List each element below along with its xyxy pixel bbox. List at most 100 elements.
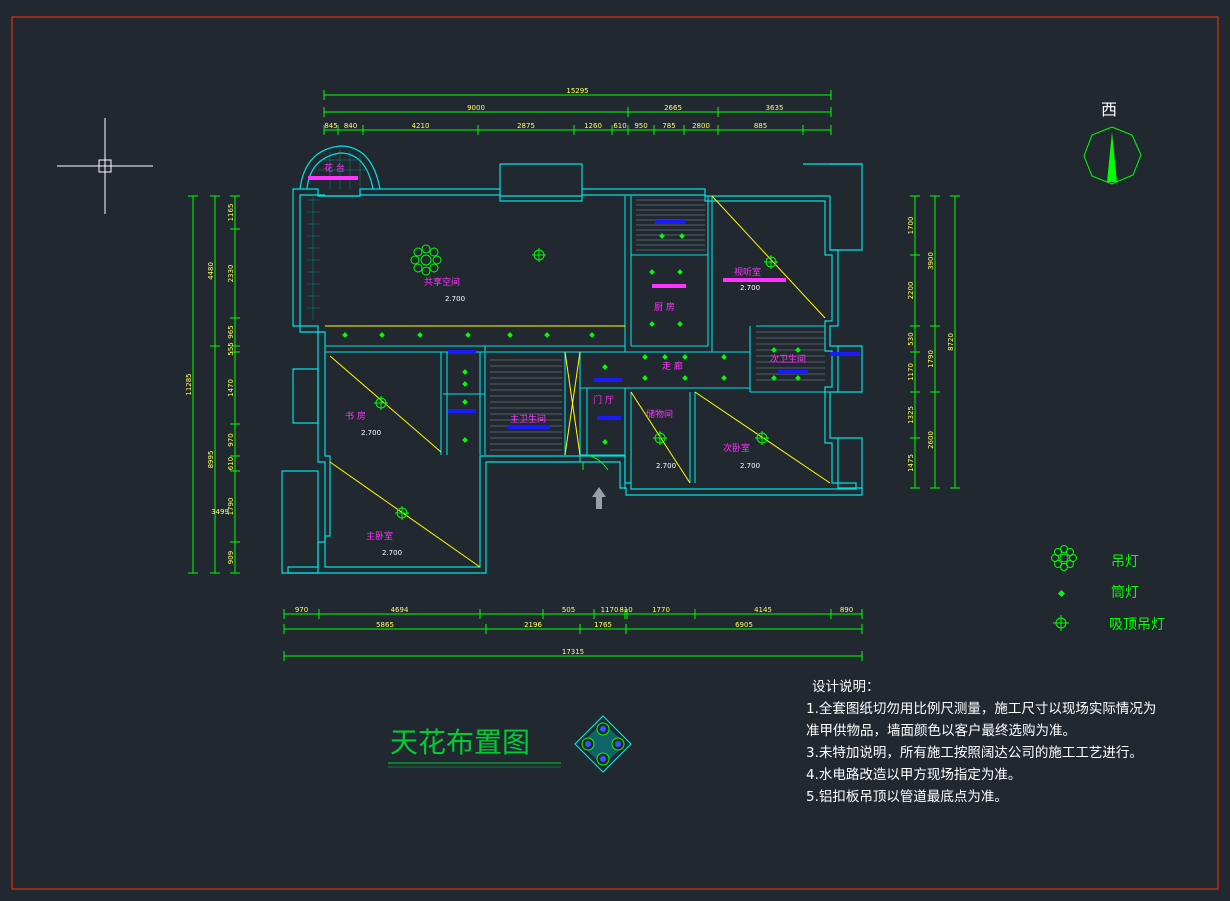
title-ornament-icon xyxy=(574,715,632,773)
dimension-label: 810 xyxy=(619,606,632,614)
dimension-label: 4210 xyxy=(412,122,430,130)
chandelier-icon xyxy=(1051,545,1077,571)
compass-direction-label: 西 xyxy=(1101,100,1117,119)
dimension-label: 785 xyxy=(662,122,675,130)
compass-arrow-icon xyxy=(1107,132,1117,182)
room-label-corridor: 走 廊 xyxy=(662,360,683,372)
dimension-label: 11285 xyxy=(185,373,193,395)
legend: 吊灯 筒灯 吸顶吊灯 xyxy=(1051,545,1165,633)
compass: 西 xyxy=(1083,100,1142,185)
room-label-shared-space: 共享空间 xyxy=(424,276,460,288)
dimension-label: 1170 xyxy=(601,606,619,614)
dimension-label: 610 xyxy=(613,122,626,130)
interior-walls xyxy=(325,196,830,489)
dimension-label: 1700 xyxy=(907,217,915,235)
dimension-label: 970 xyxy=(295,606,308,614)
dimension-label: 1770 xyxy=(652,606,670,614)
dimension-label: 3499 xyxy=(211,508,229,516)
dimension-label: 3900 xyxy=(927,252,935,270)
dimension-label: 909 xyxy=(227,551,235,564)
room-label-second-bath: 次卫生间 xyxy=(770,353,806,365)
dimension-label: 885 xyxy=(754,122,767,130)
dimension-label: 1790 xyxy=(227,498,235,516)
dimension-label: 4145 xyxy=(754,606,772,614)
dimension-label: 505 xyxy=(562,606,575,614)
ceiling-lamps xyxy=(374,248,778,520)
dimension-label: 890 xyxy=(840,606,853,614)
outer-walls xyxy=(281,145,863,574)
dimension-label: 965 xyxy=(227,325,235,338)
downlights xyxy=(342,233,801,445)
note-line-2: 准甲供物品，墙面颜色以客户最终选购为准。 xyxy=(806,723,1076,739)
height-shared-space: 2.700 xyxy=(445,295,465,303)
dimension-label: 2665 xyxy=(664,104,682,112)
dimension-label: 1790 xyxy=(927,350,935,368)
compass-ring xyxy=(1083,126,1142,185)
dimension-label: 970 xyxy=(227,433,235,446)
dimension-label: 845 xyxy=(324,122,337,130)
room-label-storage: 储物间 xyxy=(646,408,673,420)
ceiling-heights: 2.700 2.700 2.700 2.700 2.700 2.700 xyxy=(361,284,760,557)
dimension-label: 3635 xyxy=(766,104,784,112)
note-line-4: 4.水电路改造以甲方现场指定为准。 xyxy=(806,767,1022,783)
lighting-strips xyxy=(308,176,860,429)
note-line-1: 1.全套图纸切勿用比例尺测量，施工尺寸以现场实际情况为 xyxy=(806,701,1157,717)
ceiling-lamp-icon xyxy=(1053,615,1069,631)
dimension-label: 9000 xyxy=(467,104,485,112)
dimension-label: 5865 xyxy=(376,621,394,629)
dimension-label: 1165 xyxy=(227,204,235,222)
room-label-second-bedroom: 次卧室 xyxy=(723,442,750,454)
design-notes: 设计说明： 1.全套图纸切勿用比例尺测量，施工尺寸以现场实际情况为 准甲供物品，… xyxy=(806,676,1226,808)
drawing-border xyxy=(11,16,1219,890)
room-label-av-room: 视听室 xyxy=(734,266,761,278)
room-label-master-bath: 主卫生间 xyxy=(510,413,546,425)
dimension-label: 950 xyxy=(634,122,647,130)
dimension-label: 1475 xyxy=(907,454,915,472)
floor-plan xyxy=(281,145,863,574)
dimension-label: 8995 xyxy=(207,451,215,469)
room-labels: 花 台 共享空间 书 房 主卧室 主卫生间 门 厅 走 廊 厨 房 储物间 次卧… xyxy=(324,162,806,542)
crosshair-cursor xyxy=(57,118,153,214)
room-label-foyer: 门 厅 xyxy=(593,394,614,406)
dimension-label: 8720 xyxy=(947,333,955,351)
legend-label-downlight: 筒灯 xyxy=(1111,584,1139,601)
dimension-label: 2200 xyxy=(907,282,915,300)
height-master-bedroom: 2.700 xyxy=(382,549,402,557)
drawing-title: 天花布置图 xyxy=(390,726,530,759)
height-av-room: 2.700 xyxy=(740,284,760,292)
entry-arrow-icon xyxy=(592,487,606,509)
ceiling-diagonals xyxy=(325,195,831,568)
dimension-label: 2600 xyxy=(927,431,935,449)
dimension-label: 1325 xyxy=(907,406,915,424)
dimension-label: 1260 xyxy=(584,122,602,130)
dimension-label: 4480 xyxy=(207,262,215,280)
height-study: 2.700 xyxy=(361,429,381,437)
dimension-lines: 15295 9000 2665 3635 845 840 4210 2875 1260 610 95… xyxy=(185,87,960,661)
chandelier-fixture xyxy=(410,244,442,276)
entry-door xyxy=(582,454,609,471)
dimension-label: 555 xyxy=(227,342,235,355)
dimension-label: 2875 xyxy=(517,122,535,130)
dimension-label: 530 xyxy=(907,332,915,345)
height-storage: 2.700 xyxy=(656,462,676,470)
legend-label-ceiling-lamp: 吸顶吊灯 xyxy=(1109,617,1165,633)
dimension-label: 15295 xyxy=(566,87,588,95)
downlight-icon xyxy=(1057,589,1066,598)
dimension-label: 840 xyxy=(344,122,357,130)
title-block: 天花布置图 xyxy=(388,715,632,773)
note-line-5: 5.铝扣板吊顶以管道最底点为准。 xyxy=(806,789,1008,805)
dimension-label: 4694 xyxy=(391,606,409,614)
note-line-3: 3.未特加说明，所有施工按照阔达公司的施工工艺进行。 xyxy=(806,745,1143,761)
legend-label-chandelier: 吊灯 xyxy=(1111,554,1139,570)
room-label-study: 书 房 xyxy=(345,410,366,422)
room-label-kitchen: 厨 房 xyxy=(654,301,675,313)
dimension-label: 17315 xyxy=(562,648,584,656)
dimension-label: 6905 xyxy=(735,621,753,629)
dimension-label: 1470 xyxy=(227,379,235,397)
hatch-patterns xyxy=(490,199,825,451)
dimension-label: 2800 xyxy=(692,122,710,130)
dimension-label: 1765 xyxy=(594,621,612,629)
dimension-label: 610 xyxy=(227,457,235,470)
